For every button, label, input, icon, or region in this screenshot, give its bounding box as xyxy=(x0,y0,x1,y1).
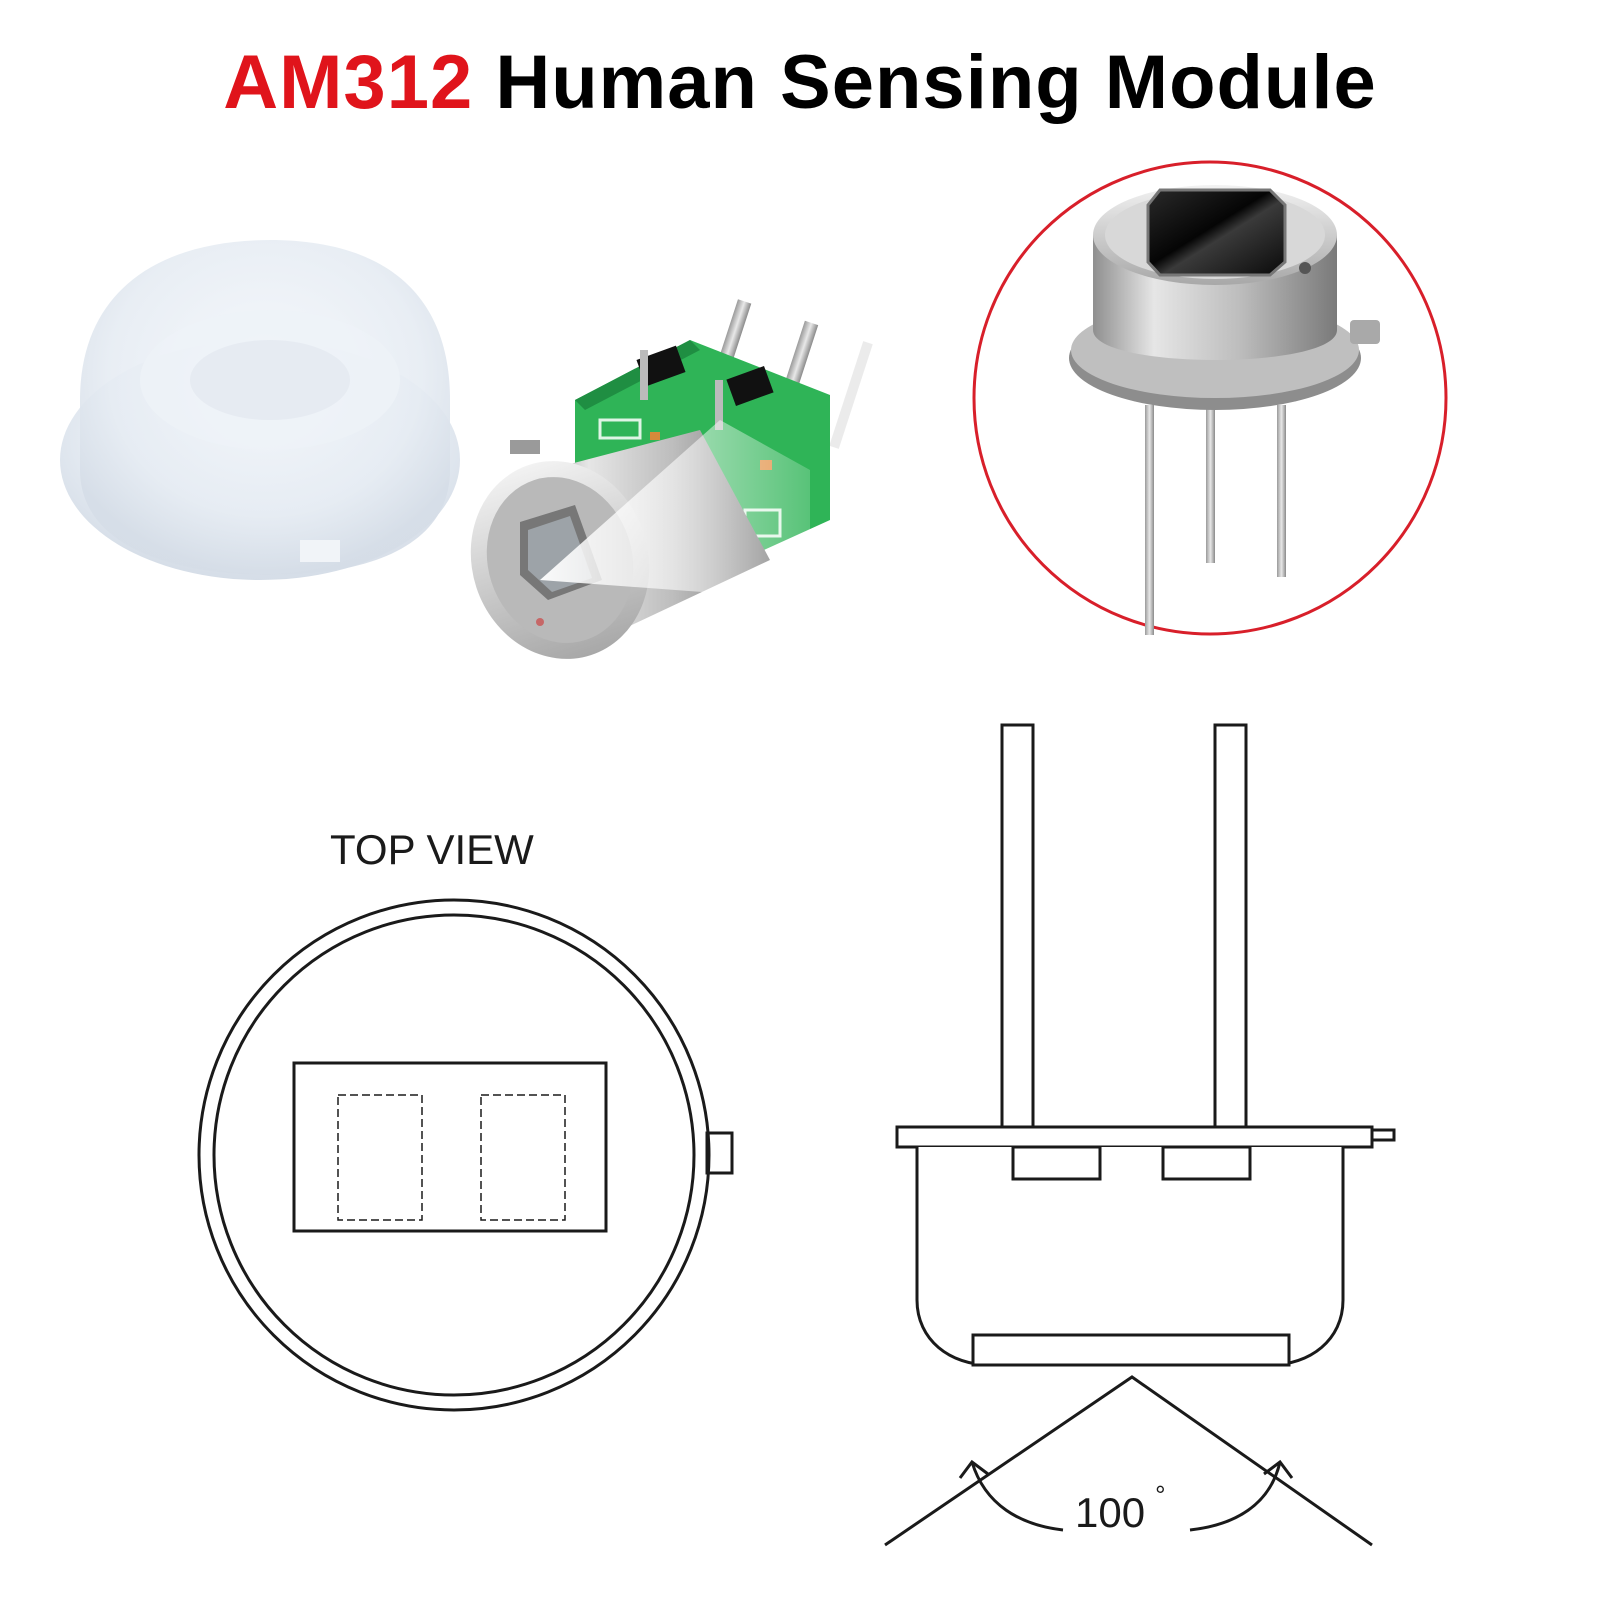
pin-right xyxy=(1213,723,1248,1129)
detection-angle xyxy=(884,1375,1373,1547)
field-of-view-lines xyxy=(884,1375,1373,1547)
product-name: Human Sensing Module xyxy=(495,40,1377,125)
sensing-element-left xyxy=(337,1094,423,1221)
lens-window xyxy=(971,1333,1291,1367)
pin-socket-left xyxy=(1011,1145,1102,1181)
can-body xyxy=(915,1147,1345,1367)
pin-left xyxy=(1000,723,1035,1129)
flange xyxy=(895,1125,1374,1149)
angle-value: 100 xyxy=(1075,1489,1146,1536)
sensing-element-right xyxy=(480,1094,566,1221)
arc-arrow-right-icon xyxy=(1263,1459,1294,1479)
inner-can-outline xyxy=(212,913,696,1397)
outer-can-outline xyxy=(197,898,711,1412)
sensing-window xyxy=(292,1061,608,1233)
angle-arc-left xyxy=(970,1461,1064,1532)
side-view-diagram xyxy=(895,723,1396,1367)
flange-tab xyxy=(1370,1128,1396,1142)
pin-socket-right xyxy=(1161,1145,1252,1181)
page-title: AM312 Human Sensing Module xyxy=(0,38,1600,128)
fresnel-lens-dome-icon xyxy=(60,240,460,580)
orientation-tab xyxy=(705,1131,734,1175)
pir-sensor-can-icon xyxy=(972,160,1448,636)
angle-arc-right xyxy=(1189,1461,1282,1532)
angle-unit: ° xyxy=(1155,1480,1166,1510)
top-view-label: TOP VIEW xyxy=(330,826,534,873)
pir-module-board-icon xyxy=(470,299,873,659)
model-name: AM312 xyxy=(223,40,474,125)
arc-arrow-left-icon xyxy=(958,1459,989,1479)
top-view-diagram xyxy=(197,898,734,1412)
detection-angle-label: 100 ° xyxy=(1075,1480,1165,1537)
